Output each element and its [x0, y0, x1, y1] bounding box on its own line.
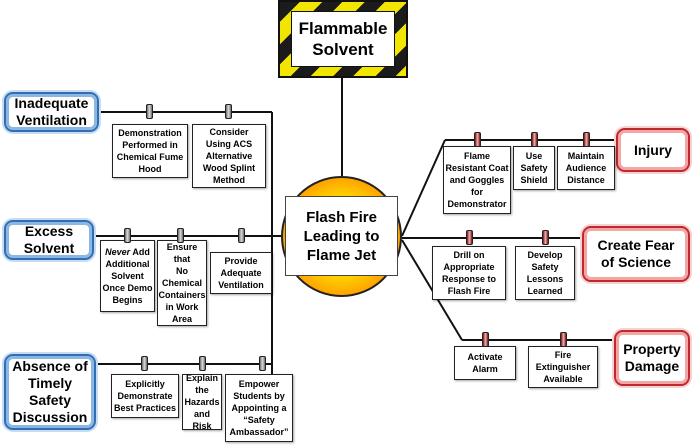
effect-barrier-box: Develop Safety Lessons Learned	[515, 246, 575, 300]
cause-barrier-box: Explain the Hazards and Risk	[182, 373, 222, 431]
effect-fan-line	[401, 139, 446, 237]
effect-property-damage: Property Damage	[614, 330, 690, 386]
effect-barrier-box: Drill on Appropriate Response to Flash F…	[432, 246, 506, 300]
cause-barrier-box: Explicitly Demonstrate Best Practices	[111, 374, 179, 418]
effect-barrier-box: Activate Alarm	[454, 346, 516, 380]
barrier-connector-icon	[583, 132, 590, 147]
cause-excess-solvent: Excess Solvent	[4, 220, 94, 260]
cause-barrier-box: Never Add Additional Solvent Once Demo B…	[100, 240, 155, 312]
barrier-connector-icon	[141, 356, 148, 371]
hazard-label: Flammable Solvent	[291, 11, 395, 67]
cause-barrier-text-rest: Add Additional Solvent Once Demo Begins	[102, 247, 153, 305]
barrier-connector-icon	[146, 104, 153, 119]
barrier-connector-icon	[259, 356, 266, 371]
cause-barrier-box: Provide Adequate Ventilation	[210, 252, 272, 294]
barrier-connector-icon	[124, 228, 131, 243]
cause-inadequate-ventilation: Inadequate Ventilation	[4, 92, 99, 132]
cause-barrier-box: Consider Using ACS Alternative Wood Spli…	[192, 124, 266, 188]
effect-barrier-box: Flame Resistant Coat and Goggles for Dem…	[443, 146, 511, 214]
effect-create-fear-of-science: Create Fear of Science	[582, 226, 690, 282]
barrier-connector-icon	[177, 228, 184, 243]
top-event-label: Flash Fire Leading to Flame Jet	[285, 196, 398, 276]
barrier-connector-icon	[238, 228, 245, 243]
cause-barrier-text: Never Add Additional Solvent Once Demo B…	[102, 246, 152, 306]
barrier-connector-icon	[482, 332, 489, 347]
effect-barrier-box: Maintain Audience Distance	[557, 146, 615, 190]
cause-barrier-box: Ensure that No Chemical Containers in Wo…	[157, 240, 207, 326]
never-emphasis: Never	[105, 247, 131, 257]
effect-injury: Injury	[616, 128, 690, 172]
hazard-box: Flammable Solvent	[278, 0, 408, 78]
barrier-connector-icon	[466, 230, 473, 245]
barrier-connector-icon	[531, 132, 538, 147]
cause-barrier-box: Empower Students by Appointing a “Safety…	[225, 374, 293, 442]
barrier-connector-icon	[199, 356, 206, 371]
cause-barrier-box: Demonstration Performed in Chemical Fume…	[112, 124, 188, 178]
cause-absence-of-safety-discussion: Absence of Timely Safety Discussion	[4, 354, 96, 430]
effect-barrier-box: Fire Extinguisher Available	[528, 346, 598, 388]
barrier-connector-icon	[225, 104, 232, 119]
barrier-connector-icon	[542, 230, 549, 245]
effect-barrier-box: Use Safety Shield	[513, 146, 555, 190]
barrier-connector-icon	[560, 332, 567, 347]
barrier-connector-icon	[474, 132, 481, 147]
